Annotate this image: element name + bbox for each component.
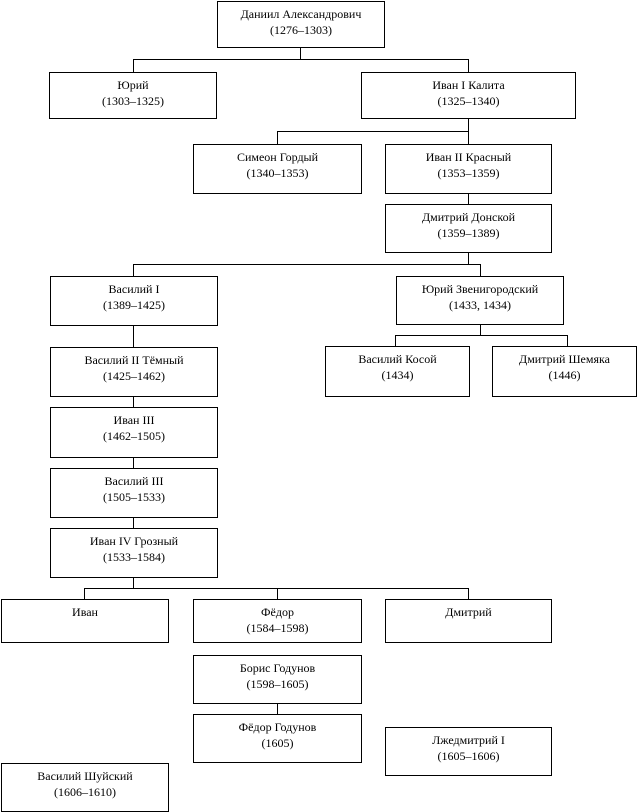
person-years: (1353–1359) [437, 166, 500, 180]
person-years: (1325–1340) [437, 94, 500, 108]
person-fyodor: Фёдор (1584–1598) [193, 599, 362, 643]
person-name: Иван III [113, 413, 155, 427]
connector-line [480, 324, 481, 336]
person-years: (1598–1605) [246, 677, 309, 691]
person-lzhedmitry: Лжедмитрий I (1605–1606) [385, 727, 552, 776]
person-ivan-krasny: Иван II Красный (1353–1359) [385, 144, 552, 194]
connector-line [84, 588, 469, 589]
person-name: Фёдор Годунов [238, 720, 317, 734]
connector-line [468, 131, 469, 145]
connector-line [277, 588, 278, 600]
connector-line [300, 47, 301, 60]
person-name: Иван [72, 605, 98, 619]
person-years: (1446) [548, 368, 581, 382]
person-yuri-zvenigorodsky: Юрий Звенигородский (1433, 1434) [396, 276, 564, 325]
connector-line [468, 59, 469, 73]
person-fyodor-godunov: Фёдор Годунов (1605) [193, 714, 362, 763]
person-years: (1584–1598) [246, 621, 309, 635]
person-name: Василий III [104, 474, 164, 488]
person-years: (1605–1606) [437, 749, 500, 763]
person-name: Василий Косой [358, 352, 437, 366]
connector-line [395, 335, 568, 336]
person-name: Иван I Калита [432, 78, 505, 92]
person-vasily-3: Василий III (1505–1533) [50, 468, 218, 518]
person-ivan-kalita: Иван I Калита (1325–1340) [361, 72, 576, 119]
connector-line [133, 325, 134, 348]
connector-line [133, 59, 469, 60]
person-years: (1425–1462) [103, 369, 165, 383]
person-dmitry: Дмитрий [385, 599, 552, 643]
person-daniil: Даниил Александрович (1276–1303) [217, 1, 385, 48]
person-ivan-4: Иван IV Грозный (1533–1584) [50, 528, 218, 578]
connector-line [133, 517, 134, 529]
person-years: (1303–1325) [102, 94, 164, 108]
connector-line [133, 396, 134, 408]
person-years: (1276–1303) [270, 23, 332, 37]
person-years: (1505–1533) [103, 490, 165, 504]
connector-line [468, 193, 469, 205]
person-years: (1462–1505) [103, 429, 165, 443]
person-years: (1434) [381, 368, 414, 382]
person-name: Дмитрий [445, 605, 492, 619]
person-name: Юрий Звенигородский [421, 282, 539, 296]
person-years: (1533–1584) [103, 550, 165, 564]
person-ivan-3: Иван III (1462–1505) [50, 407, 218, 458]
person-years: (1606–1610) [54, 785, 116, 799]
person-years: (1605) [261, 736, 294, 750]
connector-line [84, 588, 85, 600]
connector-line [468, 252, 469, 265]
person-name: Лжедмитрий I [432, 733, 505, 747]
person-ivan: Иван [1, 599, 169, 643]
connector-line [468, 588, 469, 600]
person-name: Василий I [108, 282, 160, 296]
person-years: (1359–1389) [437, 226, 500, 240]
connector-line [133, 264, 134, 277]
person-name: Юрий [117, 78, 149, 92]
person-dmitry-shemyaka: Дмитрий Шемяка (1446) [492, 346, 637, 397]
person-dmitry-donskoy: Дмитрий Донской (1359–1389) [385, 204, 552, 253]
person-vasily-2: Василий II Тёмный (1425–1462) [50, 347, 218, 397]
person-vasily-shuisky: Василий Шуйский (1606–1610) [1, 763, 169, 812]
connector-line [277, 703, 278, 715]
person-name: Борис Годунов [239, 661, 316, 675]
person-simeon: Симеон Гордый (1340–1353) [193, 144, 362, 194]
connector-line [277, 131, 469, 132]
person-name: Дмитрий Шемяка [519, 352, 610, 366]
connector-line [133, 577, 134, 589]
person-name: Даниил Александрович [240, 7, 362, 21]
connector-line [395, 335, 396, 347]
person-name: Фёдор [261, 605, 294, 619]
connector-line [480, 264, 481, 277]
person-name: Василий II Тёмный [84, 353, 184, 367]
person-years: (1433, 1434) [449, 298, 511, 312]
person-vasily-kosoy: Василий Косой (1434) [325, 346, 470, 397]
connector-line [277, 131, 278, 145]
person-name: Василий Шуйский [37, 769, 133, 783]
person-vasily-1: Василий I (1389–1425) [50, 276, 218, 326]
person-yuri: Юрий (1303–1325) [49, 72, 217, 119]
connector-line [133, 457, 134, 469]
connector-line [567, 335, 568, 347]
connector-line [133, 59, 134, 73]
connector-line [133, 264, 481, 265]
connector-line [468, 117, 469, 132]
person-name: Иван II Красный [425, 150, 512, 164]
person-years: (1389–1425) [103, 298, 165, 312]
person-name: Симеон Гордый [236, 150, 319, 164]
person-boris-godunov: Борис Годунов (1598–1605) [193, 655, 362, 704]
person-name: Дмитрий Донской [421, 210, 515, 224]
person-name: Иван IV Грозный [89, 534, 179, 548]
person-years: (1340–1353) [246, 166, 309, 180]
